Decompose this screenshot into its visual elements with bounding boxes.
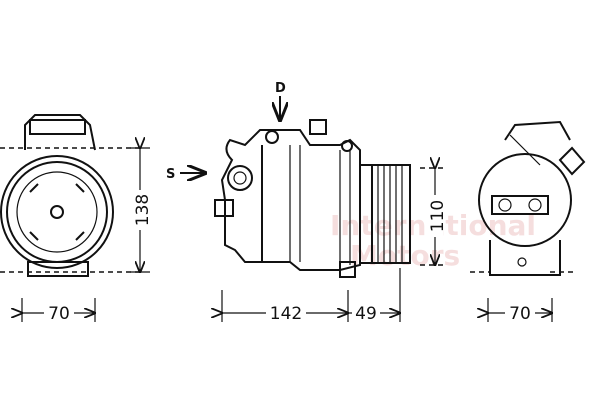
side-view	[214, 119, 445, 278]
dimension-138: 138	[133, 194, 153, 226]
dim-front-width: 70	[22, 298, 95, 324]
front-view	[0, 114, 140, 277]
rear-view	[470, 120, 586, 276]
dim-rear-width: 70	[488, 298, 552, 324]
dimension-110: 110	[428, 200, 448, 232]
dimension-142: 142	[270, 304, 302, 324]
dimension-70-left: 70	[48, 304, 70, 324]
watermark-line2: Motors	[350, 239, 460, 272]
callout-discharge: D	[275, 81, 286, 120]
label-d: D	[275, 81, 286, 96]
dimension-70-right: 70	[509, 304, 531, 324]
dim-front-height: 138	[130, 148, 153, 272]
dim-pulley-height: 110	[427, 168, 448, 265]
dim-body-length: 142 49	[222, 268, 400, 324]
dimension-49: 49	[355, 304, 377, 324]
label-s: S	[166, 167, 175, 182]
callout-suction: S	[166, 167, 205, 182]
